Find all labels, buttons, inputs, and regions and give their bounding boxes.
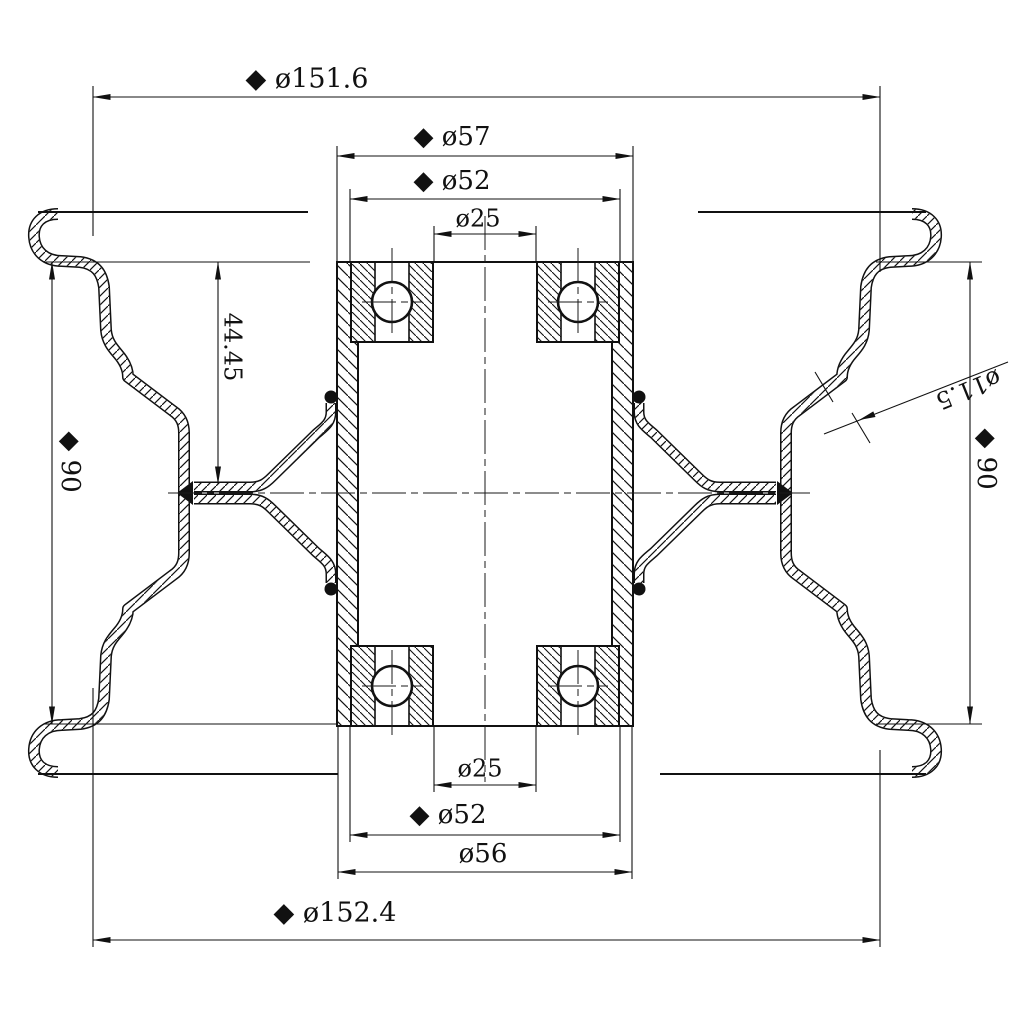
dim-label-90-right: ◆ 90	[971, 428, 1001, 489]
dim-label-dia-11-5: ø11.5	[932, 364, 1005, 415]
weld-bead-bottom-right	[632, 582, 646, 596]
dim-dia-57: ◆ ø57	[336, 122, 634, 159]
dim-label-44-45: 44.45	[219, 313, 247, 382]
extension-lines	[44, 86, 982, 947]
dim-label-dia-52-top: ◆ ø52	[414, 166, 491, 196]
dim-label-dia-52-bottom: ◆ ø52	[410, 800, 487, 830]
centerlines	[168, 216, 810, 782]
dim-label-90-left: ◆ 90	[55, 431, 85, 492]
dim-dia-56: ø56	[337, 839, 633, 875]
dim-dia-52-bottom: ◆ ø52	[349, 800, 621, 838]
dim-90-left: ◆ 90	[49, 261, 85, 725]
dim-label-dia-56: ø56	[459, 839, 508, 869]
rim-section-left	[27, 208, 190, 778]
weld-bead-top-right	[632, 390, 646, 404]
dim-label-dia-25-top: ø25	[456, 205, 501, 233]
dim-dia-25-top: ø25	[433, 205, 537, 237]
dim-dia-25-bottom: ø25	[433, 755, 537, 788]
dim-label-dia-25-bottom: ø25	[458, 755, 503, 783]
dim-label-dia-57: ◆ ø57	[414, 122, 491, 152]
dim-dia-152-4: ◆ ø152.4	[92, 898, 881, 943]
dim-dia-52-top: ◆ ø52	[349, 166, 621, 202]
dim-dia-151-6: ◆ ø151.6	[92, 64, 881, 100]
dim-label-dia-151-6: ◆ ø151.6	[246, 64, 369, 95]
dim-44-45: 44.45	[215, 261, 247, 485]
dim-90-right: ◆ 90	[967, 261, 1001, 725]
leader-arrowhead	[859, 411, 876, 420]
bead-seat-lines	[38, 211, 926, 775]
weld-bead-top-left	[324, 390, 338, 404]
weld-bead-bottom-left	[324, 582, 338, 596]
dim-label-dia-152-4: ◆ ø152.4	[274, 898, 397, 929]
